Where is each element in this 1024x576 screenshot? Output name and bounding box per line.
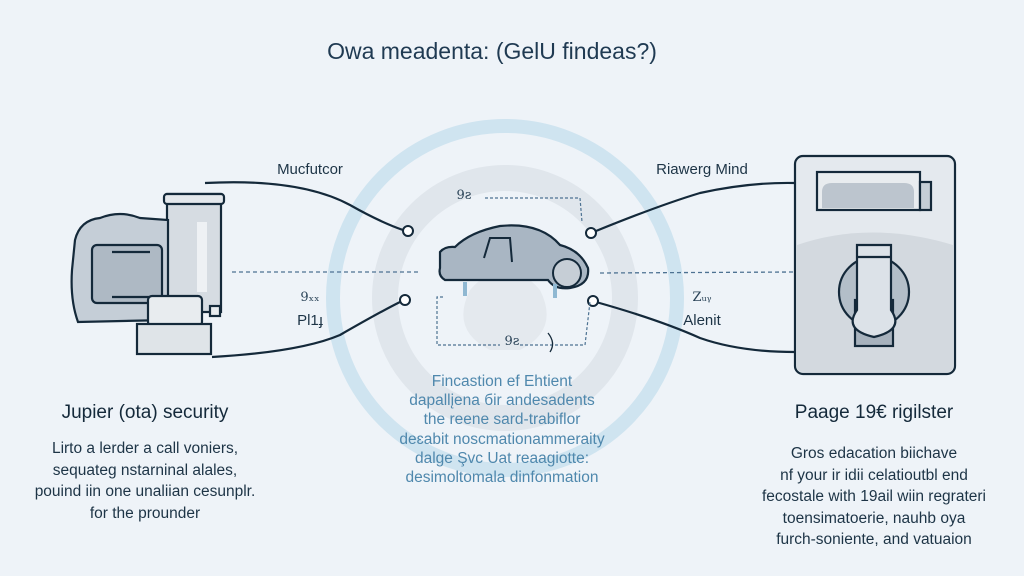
center-line: Fincastion ef Ehtient [431, 373, 573, 390]
left-section-heading: Jupier (ota) security [61, 402, 229, 423]
center-line: the reene sard-trabiflor [423, 411, 581, 429]
right-body-line: fecostale with 19ail wiin regrateri [762, 488, 986, 505]
connector-right-bottom [595, 300, 796, 354]
right-body-line: nf your ir idii celatioutbl end [780, 466, 968, 484]
bottom-bracket-dashed [436, 296, 591, 346]
center-description: Fincastion ef Ehtient dapallįena бir and… [352, 372, 652, 487]
left-body-line: sequateg nstarninal alales, [52, 461, 238, 479]
left-body-line: pouind iin one unaliian cesunplr. [34, 483, 256, 500]
inner-ring [372, 165, 638, 431]
left-body-line: for the prounder [89, 504, 201, 522]
node-left-bottom [399, 294, 411, 306]
left-bottom-sublabel: 9ₓₓ [300, 290, 320, 305]
right-dashed-line [599, 271, 796, 274]
node-right-bottom [587, 295, 599, 307]
bottom-bracket-arc [547, 332, 554, 353]
connector-right-top [595, 181, 796, 233]
right-top-label: Riawerg Mind [656, 161, 748, 178]
right-bottom-label: Alenit [683, 312, 721, 329]
switch-panel-icon [793, 154, 957, 376]
right-body-line: Gros edacation biichave [790, 445, 958, 462]
node-right-top [585, 227, 597, 239]
center-line: deɛabit noscmationammeraity [399, 430, 605, 448]
center-top-tag: 9ƨ [456, 188, 472, 203]
right-bottom-sublabel: Zᵤᵧ [692, 290, 712, 305]
machine-icon [70, 192, 226, 356]
page-title: Owa meadenta: (GelU findeas?) [327, 38, 657, 64]
left-body-line: Lirto a lerder a call voniers, [51, 440, 239, 457]
right-section-heading: Paage 19€ rigilster [794, 402, 954, 423]
outer-ring [326, 119, 684, 477]
left-bottom-label: Pl1ɟ [297, 312, 323, 329]
right-body-line: toensimatoerie, nauhb oya [782, 509, 966, 527]
center-bottom-tag: 9ƨ [504, 334, 520, 349]
center-line: desimoltomala dinfonmation [405, 469, 599, 487]
right-section-body: Gros edacation biichave nf your ir idii … [734, 443, 1014, 551]
left-section-body: Lirto a lerder a call voniers, sequateg … [0, 438, 290, 524]
top-tag-dashed [485, 197, 583, 223]
node-left-top [402, 225, 414, 237]
right-body-line: furch-soniente, and vatuaion [776, 531, 972, 548]
car-icon [438, 224, 590, 298]
connector-left-top [204, 181, 404, 232]
left-top-label: Mucfutcor [277, 161, 343, 178]
center-line: dalge Şvc Uat reaagiotte: [414, 449, 590, 467]
center-shadow-shape [463, 270, 547, 350]
connector-left-bottom [211, 301, 401, 359]
center-line: dapallįena бir andesadents [409, 392, 595, 410]
